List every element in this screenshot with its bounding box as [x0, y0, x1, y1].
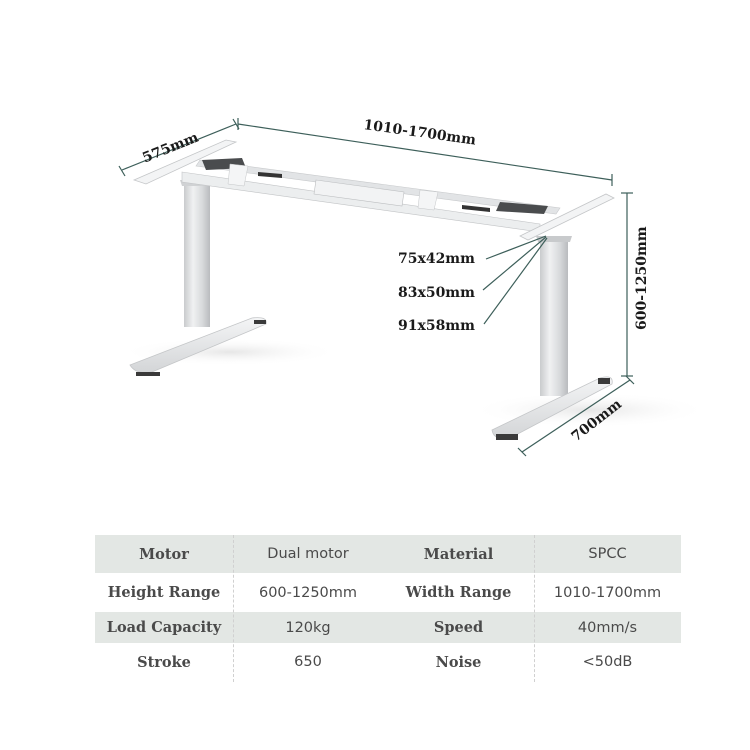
spec-value: SPCC — [588, 546, 627, 562]
desk-frame-diagram: 575mm 1010-1700mm 600-1250mm 700mm 75x42… — [118, 117, 710, 457]
spec-key: Motor — [139, 545, 189, 563]
column-divider — [534, 535, 535, 682]
spec-key: Noise — [435, 653, 482, 671]
left-top-bracket — [132, 139, 238, 185]
table-row: Motor Dual motor Material SPCC — [95, 535, 681, 573]
table-row: Height Range 600-1250mm Width Range 1010… — [95, 573, 681, 612]
column-section-label-3: 91x58mm — [398, 318, 475, 334]
table-row: Load Capacity 120kg Speed 40mm/s — [95, 612, 681, 643]
spec-key: Stroke — [137, 653, 191, 671]
height-dimension-label: 600-1250mm — [634, 226, 650, 330]
width-dimension-label: 1010-1700mm — [362, 117, 477, 149]
spec-value: 40mm/s — [577, 619, 638, 636]
dimension-lines — [118, 118, 635, 457]
column-divider — [233, 535, 234, 682]
spec-key: Load Capacity — [106, 619, 222, 636]
spec-key: Height Range — [107, 584, 221, 601]
spec-value: 600-1250mm — [258, 584, 358, 601]
spec-value: <50dB — [582, 654, 633, 670]
spec-key: Width Range — [405, 584, 512, 601]
column-section-label-2: 83x50mm — [398, 285, 475, 301]
spec-value: 120kg — [285, 619, 331, 636]
right-top-bracket — [519, 193, 615, 241]
frame-crossbar — [181, 158, 561, 233]
column-section-label-1: 75x42mm — [398, 251, 475, 267]
left-leg — [129, 180, 267, 376]
spec-key: Material — [423, 545, 494, 563]
spec-table: Motor Dual motor Material SPCC Height Ra… — [95, 535, 681, 682]
spec-key: Speed — [433, 619, 484, 636]
table-row: Stroke 650 Noise <50dB — [95, 643, 681, 681]
spec-value: 1010-1700mm — [553, 584, 662, 601]
spec-value: Dual motor — [267, 546, 349, 562]
spec-value: 650 — [294, 654, 322, 670]
